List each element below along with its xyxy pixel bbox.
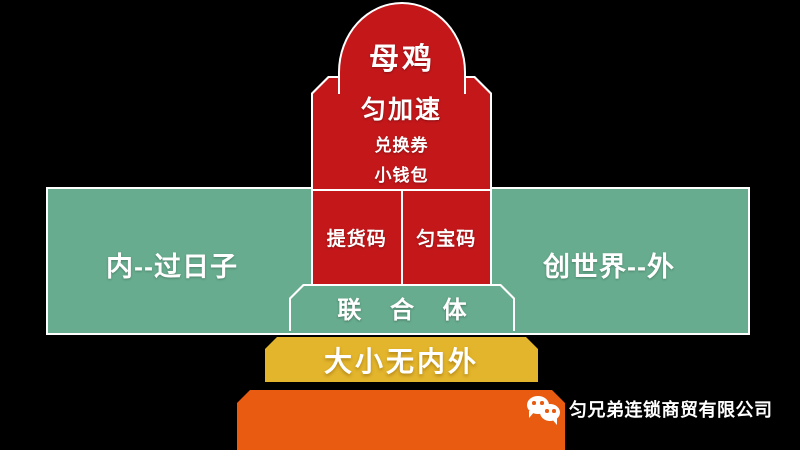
- red-body-subline-2: 小钱包: [374, 166, 429, 185]
- wechat-icon: [527, 396, 561, 425]
- red-body-subline-1: 兑换券: [374, 136, 429, 155]
- orange-bar: [237, 390, 565, 450]
- union-box: 联 合 体: [289, 284, 515, 331]
- red-body-block: 匀加速 兑换券 小钱包: [313, 78, 490, 191]
- yellow-bar-label: 大小无内外: [323, 345, 479, 377]
- red-dome: 母鸡: [338, 2, 466, 94]
- green-band-right-label: 创世界--外: [543, 252, 675, 282]
- wechat-account-name: 匀兄弟连锁商贸有限公司: [569, 400, 773, 420]
- red-cell-group: 提货码 匀宝码: [313, 191, 490, 284]
- red-body-title: 匀加速: [360, 96, 442, 124]
- yellow-bar: 大小无内外: [265, 337, 538, 382]
- red-cell-right: 匀宝码: [400, 191, 490, 284]
- red-cell-left: 提货码: [313, 191, 401, 284]
- red-dome-label: 母鸡: [369, 43, 435, 76]
- green-band-left-label: 内--过日子: [106, 252, 238, 282]
- wechat-account-row: 匀兄弟连锁商贸有限公司: [527, 396, 773, 425]
- union-box-label: 联 合 体: [337, 297, 478, 324]
